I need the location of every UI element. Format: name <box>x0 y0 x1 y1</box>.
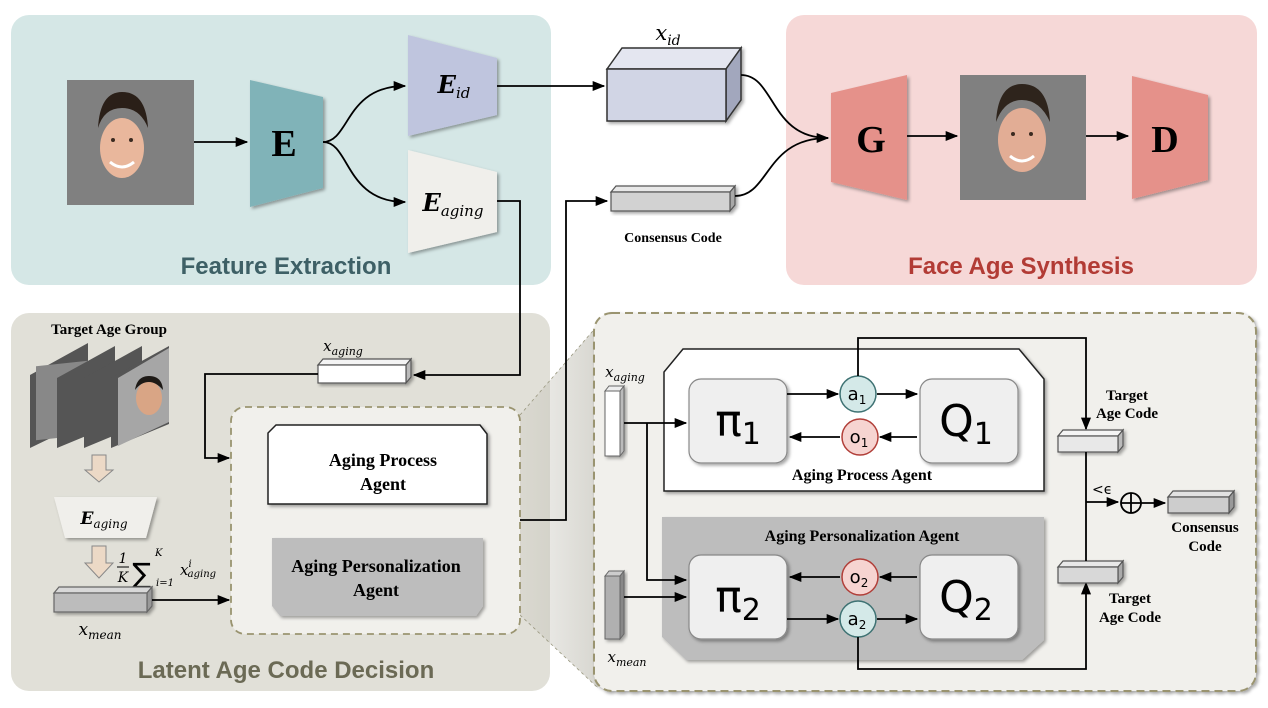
threshold-label: <ϵ <box>1092 482 1112 498</box>
detail-consensus-code-line1: Consensus <box>1171 520 1239 536</box>
policy-pi1-box <box>688 378 788 464</box>
zoom-cone <box>520 325 598 688</box>
encoder-aging <box>408 150 497 253</box>
aging-personalization-agent-line1: Aging Personalization <box>291 556 461 576</box>
consensus-code-bar <box>609 184 737 213</box>
x-aging-bar <box>316 357 413 385</box>
encoder-e <box>250 80 323 207</box>
encoder-e-label: E <box>271 123 296 165</box>
encoder-id-label: Eid <box>437 70 471 102</box>
policy-pi1-label: π1 <box>715 396 761 452</box>
consensus-code-label: Consensus Code <box>624 231 722 246</box>
policy-pi2-label: π2 <box>715 572 761 628</box>
aging-process-agent-line1: Aging Process <box>329 450 437 470</box>
target-age-code-top-bar <box>1056 428 1125 454</box>
input-face-image <box>67 80 194 205</box>
detail-consensus-code-bar <box>1166 489 1236 515</box>
lower-encoder-aging-label: Eaging <box>79 509 127 531</box>
aging-personalization-agent-box <box>272 538 483 616</box>
critic-q2-label: Q2 <box>939 572 993 628</box>
feature-extraction-title: Feature Extraction <box>181 253 392 280</box>
encoder-id <box>408 35 497 136</box>
target-age-code-top-line1: Target <box>1106 388 1148 404</box>
down-arrow-2 <box>83 545 115 579</box>
aging-process-agent-line2: Agent <box>360 474 406 494</box>
face-age-synthesis-title: Face Age Synthesis <box>908 253 1134 280</box>
target-age-code-bottom-line2: Age Code <box>1099 610 1161 626</box>
observation-o1-node <box>841 418 879 456</box>
detail-x-mean-label: xmean <box>607 648 646 669</box>
observation-o2-node <box>841 558 879 596</box>
target-age-group-stack <box>30 343 169 448</box>
discriminator-d <box>1132 76 1208 199</box>
generator-g <box>831 75 907 200</box>
critic-q2-box <box>919 554 1019 640</box>
critic-q1-box <box>919 378 1019 464</box>
detail-personalization-agent-label: Aging Personalization Agent <box>765 528 960 545</box>
detail-x-aging-label: xaging <box>605 363 645 384</box>
x-id-cube <box>605 45 743 124</box>
detail-process-agent-label: Aging Process Agent <box>792 467 933 484</box>
x-mean-label: xmean <box>79 620 122 642</box>
target-age-code-top-line2: Age Code <box>1096 406 1158 422</box>
latent-age-code-title: Latent Age Code Decision <box>138 657 434 684</box>
target-age-code-bottom-bar <box>1056 559 1125 585</box>
observation-o2-label: o2 <box>850 567 869 590</box>
generator-g-label: G <box>856 119 886 161</box>
synthesized-face-image <box>960 75 1086 200</box>
critic-q1-label: Q1 <box>939 396 993 452</box>
x-mean-bar <box>52 585 154 614</box>
svg-text:i=1: i=1 <box>156 578 174 589</box>
x-aging-label: xaging <box>323 337 363 358</box>
detail-x-mean-bar <box>603 569 626 641</box>
x-id-label: xid <box>655 21 680 49</box>
svg-text:∑: ∑ <box>132 557 151 590</box>
target-age-code-bottom-line1: Target <box>1109 591 1151 607</box>
svg-text:K: K <box>154 548 163 559</box>
svg-text:K: K <box>117 570 130 586</box>
policy-pi2-box <box>688 554 788 640</box>
target-age-group-label: Target Age Group <box>51 322 167 338</box>
detail-consensus-code-line2: Code <box>1188 539 1222 555</box>
lower-encoder-aging <box>54 497 157 538</box>
observation-o1-label: o1 <box>850 427 869 450</box>
aging-personalization-agent-line2: Agent <box>353 580 399 600</box>
action-a1-label: a1 <box>848 384 867 407</box>
svg-text:1: 1 <box>119 551 128 567</box>
discriminator-d-label: D <box>1151 119 1178 161</box>
detail-x-aging-bar <box>603 384 626 458</box>
down-arrow-1 <box>83 454 115 483</box>
encoder-aging-label: Eaging <box>422 188 484 220</box>
action-a2-label: a2 <box>848 609 867 632</box>
combine-operator-icon <box>1120 492 1142 514</box>
aging-process-agent-box <box>267 424 488 505</box>
